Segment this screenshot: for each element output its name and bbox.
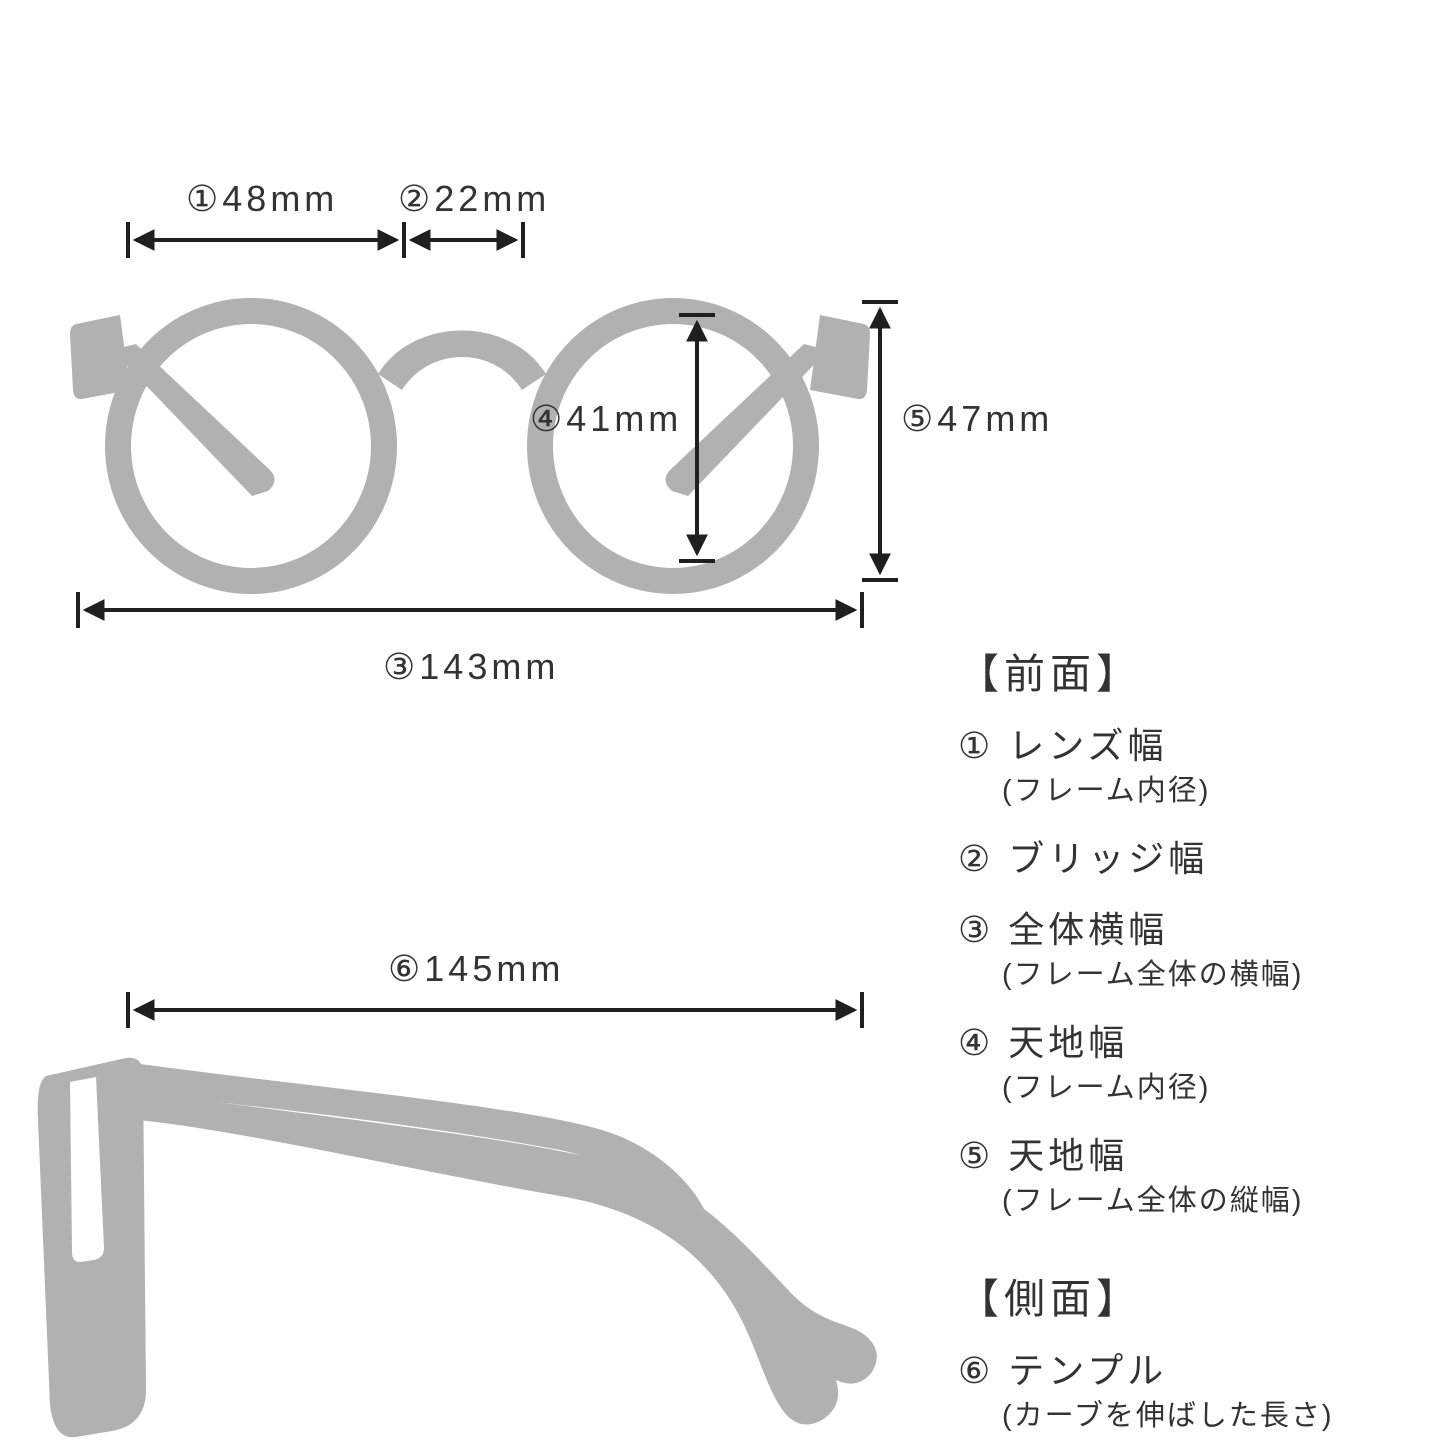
front-left-temple-folded bbox=[112, 344, 275, 496]
legend-item-note: (フレーム内径) bbox=[1002, 775, 1211, 808]
dimension-arrow-total-width bbox=[76, 592, 864, 628]
front-bridge bbox=[378, 330, 546, 390]
legend: 【前面】 ① レンズ幅 (フレーム内径) ② ブリッジ幅 ③ 全体横幅 (フレー… bbox=[958, 640, 1438, 1445]
side-frame-front bbox=[37, 1057, 146, 1438]
dimension-label-frame-height: ⑤47mm bbox=[901, 398, 1053, 439]
legend-item-note: (フレーム全体の縦幅) bbox=[1002, 1185, 1304, 1218]
dimension-label-lens-width: ①48mm bbox=[186, 178, 338, 219]
legend-item-lens-width: ① レンズ幅 (フレーム内径) bbox=[958, 724, 1438, 809]
legend-item-label: ① レンズ幅 bbox=[958, 725, 1168, 766]
side-near-temple bbox=[138, 1092, 877, 1425]
legend-item-note: (フレーム内径) bbox=[1002, 1072, 1211, 1105]
front-left-lens-ring bbox=[104, 297, 397, 595]
legend-item-lens-height: ④ 天地幅 (フレーム内径) bbox=[958, 1021, 1438, 1106]
legend-item-note: (フレーム全体の横幅) bbox=[1002, 959, 1304, 992]
dimension-lines bbox=[76, 222, 898, 1028]
legend-item-label: ③ 全体横幅 bbox=[958, 909, 1169, 951]
legend-item-bridge-width: ② ブリッジ幅 bbox=[958, 837, 1438, 880]
legend-item-label: ④ 天地幅 bbox=[958, 1022, 1129, 1064]
dimension-label-temple-length: ⑥145mm bbox=[388, 948, 564, 989]
legend-item-label: ② ブリッジ幅 bbox=[958, 837, 1209, 879]
legend-item-note: (カーブを伸ばした長さ) bbox=[1002, 1400, 1334, 1433]
dimension-label-total-width: ③143mm bbox=[383, 646, 559, 687]
dimension-arrow-lens-height bbox=[679, 313, 715, 563]
legend-item-temple-length: ⑥ テンプル (カーブを伸ばした長さ) bbox=[958, 1349, 1438, 1434]
dimension-arrow-temple-length bbox=[126, 992, 864, 1028]
side-far-temple bbox=[138, 1064, 711, 1247]
dimension-arrow-frame-height bbox=[862, 300, 898, 582]
front-right-lens-ring bbox=[527, 298, 819, 594]
legend-item-label: ⑤ 天地幅 bbox=[958, 1135, 1129, 1177]
front-view-glasses bbox=[70, 297, 870, 595]
front-right-endpiece bbox=[810, 315, 870, 400]
dimension-label-bridge-width: ②22mm bbox=[398, 178, 550, 219]
side-view-glasses bbox=[37, 1057, 877, 1438]
legend-item-total-width: ③ 全体横幅 (フレーム全体の横幅) bbox=[958, 908, 1438, 993]
legend-side-heading: 【側面】 bbox=[958, 1276, 1142, 1323]
dimension-arrow-bridge-width bbox=[408, 222, 525, 258]
dimension-arrow-lens-width bbox=[126, 222, 406, 258]
dimension-label-lens-height: ④41mm bbox=[530, 398, 682, 439]
legend-item-label: ⑥ テンプル bbox=[958, 1350, 1168, 1392]
legend-item-frame-height: ⑤ 天地幅 (フレーム全体の縦幅) bbox=[958, 1134, 1438, 1219]
front-left-endpiece bbox=[70, 315, 130, 400]
legend-front-heading: 【前面】 bbox=[958, 651, 1142, 697]
